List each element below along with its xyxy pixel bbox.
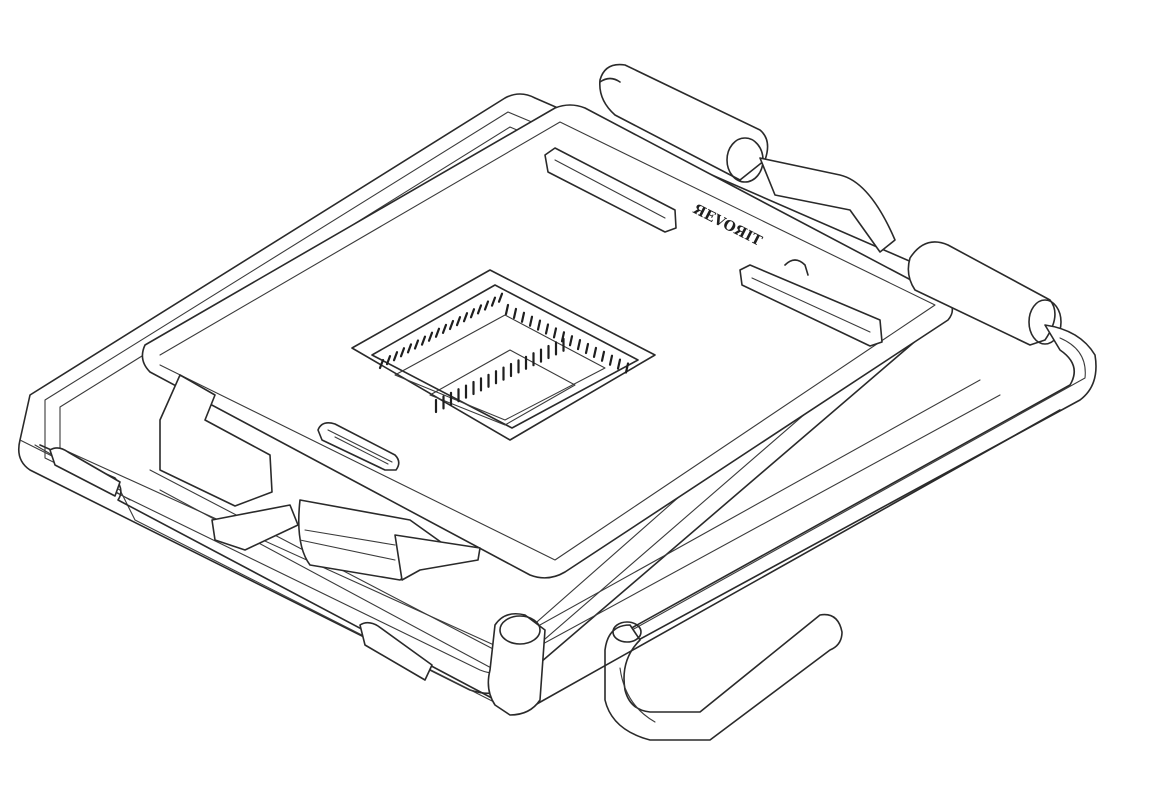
label-tab bbox=[317, 422, 400, 471]
contact-pin bbox=[552, 327, 558, 339]
contact-pin bbox=[512, 307, 518, 319]
contact-pin bbox=[378, 358, 385, 370]
contact-pin bbox=[455, 316, 462, 327]
contact-pin bbox=[427, 331, 434, 342]
contact-pin bbox=[392, 351, 399, 362]
contact-pin bbox=[600, 350, 606, 362]
contact-pin bbox=[584, 342, 590, 355]
contact-pin bbox=[441, 323, 448, 334]
contact-pin bbox=[385, 355, 392, 366]
contact-pin bbox=[420, 335, 427, 346]
contact-pin bbox=[616, 358, 622, 370]
contact-pin bbox=[476, 304, 483, 315]
hinge-right bbox=[609, 241, 1097, 651]
contact-pin bbox=[608, 354, 614, 366]
contact-pin bbox=[504, 303, 510, 316]
contact-pin bbox=[568, 335, 574, 347]
contact-pins-front bbox=[434, 337, 565, 414]
contact-pin bbox=[469, 308, 476, 319]
socket-opening bbox=[351, 269, 656, 441]
contact-pin bbox=[624, 362, 630, 374]
contact-pin bbox=[413, 339, 420, 350]
contact-pin bbox=[520, 311, 526, 323]
contact-pin bbox=[483, 300, 490, 311]
contact-pin bbox=[462, 312, 469, 323]
contact-pin bbox=[528, 315, 534, 327]
contact-pin bbox=[592, 346, 598, 358]
contact-pin bbox=[448, 319, 455, 331]
contact-pin bbox=[399, 347, 406, 358]
contact-pin bbox=[536, 319, 542, 331]
lever-arm bbox=[604, 613, 843, 741]
contact-pin bbox=[497, 292, 504, 303]
contact-pin bbox=[544, 323, 550, 335]
latch-assembly bbox=[159, 374, 481, 581]
contact-pin bbox=[434, 327, 441, 338]
contact-pin bbox=[576, 339, 582, 351]
contact-pins-back bbox=[378, 292, 630, 374]
hinge-top bbox=[598, 63, 896, 253]
front-rails bbox=[39, 379, 1061, 716]
contact-pin bbox=[560, 331, 566, 343]
contact-pin bbox=[490, 296, 497, 307]
contact-pin bbox=[406, 343, 413, 354]
